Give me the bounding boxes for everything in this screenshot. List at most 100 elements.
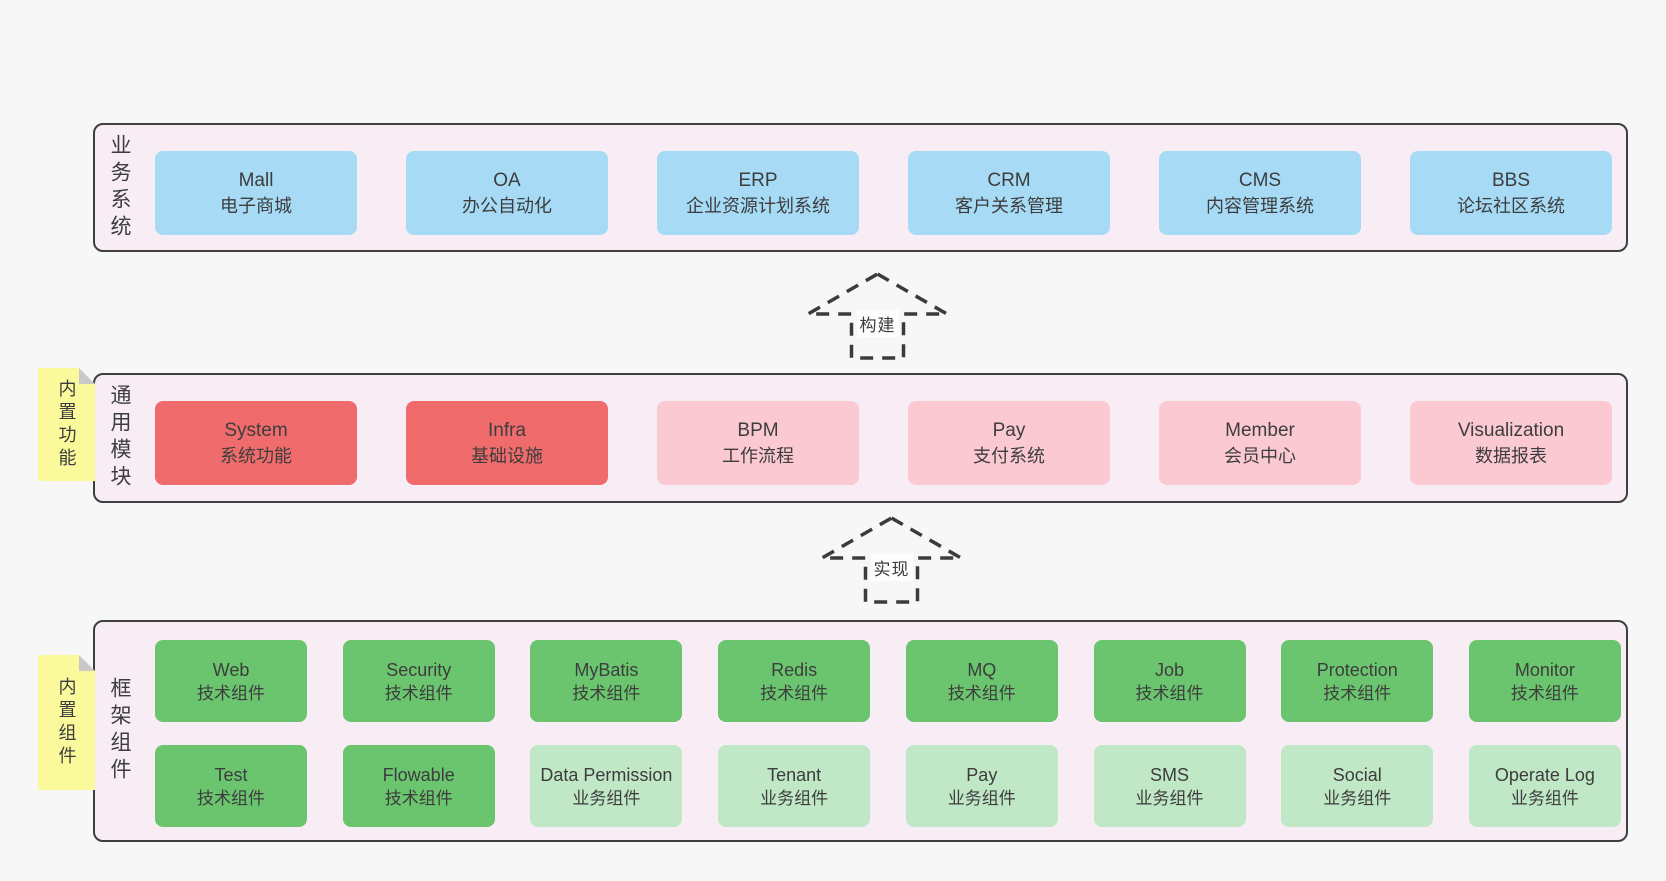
common-modules-panel: 通用模块 System 系统功能 Infra 基础设施 BPM 工作流程: [93, 373, 1628, 503]
box-title: Tenant: [767, 764, 822, 785]
box-subtitle: 办公自动化: [462, 195, 552, 216]
business-box-row: Mall 电子商城 OA 办公自动化 ERP 企业资源计划系统 CRM 客户关系…: [155, 151, 1612, 235]
box-subtitle: 技术组件: [197, 683, 265, 703]
box-title: ERP: [738, 169, 778, 191]
box-pay: Pay 支付系统: [908, 401, 1110, 485]
box-title: Mall: [238, 169, 274, 191]
box-title: CRM: [987, 169, 1031, 191]
box-subtitle: 业务组件: [760, 788, 829, 808]
box-subtitle: 企业资源计划系统: [686, 195, 830, 216]
box-subtitle: 技术组件: [384, 683, 453, 703]
box-subtitle: 技术组件: [384, 788, 453, 808]
box-tenant: Tenant 业务组件: [718, 745, 871, 827]
box-security: Security 技术组件: [342, 640, 495, 722]
build-arrow: 构建: [802, 268, 953, 363]
box-subtitle: 技术组件: [1510, 683, 1579, 703]
built-in-features-sticky: 内置功能: [38, 368, 95, 481]
box-title: Test: [214, 764, 248, 785]
box-sms: SMS 业务组件: [1093, 745, 1246, 827]
box-subtitle: 会员中心: [1224, 445, 1296, 466]
box-monitor: Monitor 技术组件: [1468, 640, 1621, 722]
framework-components-side-label: 框架组件: [104, 622, 134, 840]
side-label-text: 业务系统: [108, 133, 131, 242]
box-title: System: [224, 419, 288, 441]
sticky-label-text: 内置组件: [56, 676, 77, 769]
sticky-label-text: 内置功能: [56, 378, 77, 471]
box-bbs: BBS 论坛社区系统: [1410, 151, 1612, 235]
box-title: Social: [1332, 764, 1382, 785]
box-operate-log: Operate Log 业务组件: [1468, 745, 1621, 827]
box-oa: OA 办公自动化: [406, 151, 608, 235]
business-systems-panel: 业务系统 Mall 电子商城 OA 办公自动化 ERP 企业资源计划系统: [93, 123, 1628, 252]
implement-arrow: 实现: [816, 512, 967, 607]
box-flowable: Flowable 技术组件: [342, 745, 495, 827]
box-title: SMS: [1150, 764, 1190, 785]
side-label-text: 通用模块: [108, 384, 131, 492]
box-title: Visualization: [1457, 419, 1565, 441]
box-title: Security: [386, 659, 452, 680]
box-subtitle: 论坛社区系统: [1457, 195, 1565, 216]
box-crm: CRM 客户关系管理: [908, 151, 1110, 235]
box-pay: Pay 业务组件: [905, 745, 1058, 827]
side-label-text: 框架组件: [108, 677, 131, 785]
box-title: Flowable: [382, 764, 455, 785]
box-subtitle: 系统功能: [220, 445, 292, 466]
box-member: Member 会员中心: [1159, 401, 1361, 485]
box-data-permission: Data Permission 业务组件: [530, 745, 683, 827]
box-title: BBS: [1491, 169, 1531, 191]
box-web: Web 技术组件: [155, 640, 307, 722]
framework-components-panel: 框架组件 Web 技术组件 Security 技术组件 MyBatis 技术组件: [93, 620, 1628, 842]
box-title: Web: [212, 659, 250, 680]
box-title: Monitor: [1514, 659, 1575, 680]
box-subtitle: 技术组件: [197, 788, 265, 808]
box-title: BPM: [737, 419, 779, 441]
box-subtitle: 工作流程: [722, 445, 794, 466]
box-title: OA: [493, 169, 521, 191]
box-title: Pay: [966, 764, 998, 785]
box-title: Infra: [487, 419, 527, 441]
box-subtitle: 技术组件: [760, 683, 829, 703]
box-system: System 系统功能: [155, 401, 357, 485]
box-visualization: Visualization 数据报表: [1410, 401, 1612, 485]
box-subtitle: 业务组件: [1510, 788, 1579, 808]
box-subtitle: 技术组件: [572, 683, 641, 703]
box-subtitle: 业务组件: [947, 788, 1016, 808]
business-systems-side-label: 业务系统: [104, 125, 134, 250]
common-modules-side-label: 通用模块: [104, 375, 134, 501]
box-subtitle: 业务组件: [1135, 788, 1204, 808]
folded-corner-icon: [79, 368, 95, 384]
implement-arrow-label: 实现: [870, 554, 913, 581]
box-subtitle: 支付系统: [973, 445, 1045, 466]
box-social: Social 业务组件: [1281, 745, 1434, 827]
box-subtitle: 电子商城: [220, 195, 292, 216]
box-title: Member: [1225, 419, 1295, 441]
box-title: CMS: [1238, 169, 1282, 191]
box-title: Redis: [771, 659, 818, 680]
built-in-components-sticky: 内置组件: [38, 655, 95, 790]
box-test: Test 技术组件: [155, 745, 307, 827]
box-subtitle: 基础设施: [471, 445, 543, 466]
box-mybatis: MyBatis 技术组件: [530, 640, 683, 722]
components-box-row-1: Web 技术组件 Security 技术组件 MyBatis 技术组件 Redi…: [155, 640, 1621, 722]
components-box-row-2: Test 技术组件 Flowable 技术组件 Data Permission …: [155, 745, 1621, 827]
box-bpm: BPM 工作流程: [657, 401, 859, 485]
box-subtitle: 内容管理系统: [1206, 195, 1314, 216]
box-title: Job: [1155, 659, 1185, 680]
box-mq: MQ 技术组件: [905, 640, 1058, 722]
box-subtitle: 业务组件: [572, 788, 641, 808]
box-title: Pay: [992, 419, 1026, 441]
box-title: Data Permission: [540, 764, 673, 785]
box-subtitle: 数据报表: [1475, 445, 1547, 466]
box-redis: Redis 技术组件: [718, 640, 871, 722]
box-subtitle: 技术组件: [947, 683, 1016, 703]
modules-box-row: System 系统功能 Infra 基础设施 BPM 工作流程 Pay 支付系统: [155, 401, 1612, 485]
box-protection: Protection 技术组件: [1281, 640, 1434, 722]
box-erp: ERP 企业资源计划系统: [657, 151, 859, 235]
box-subtitle: 技术组件: [1135, 683, 1204, 703]
box-title: MQ: [967, 659, 997, 680]
box-title: Operate Log: [1494, 764, 1595, 785]
box-subtitle: 客户关系管理: [955, 195, 1063, 216]
build-arrow-label: 构建: [856, 310, 899, 337]
box-subtitle: 技术组件: [1323, 683, 1392, 703]
